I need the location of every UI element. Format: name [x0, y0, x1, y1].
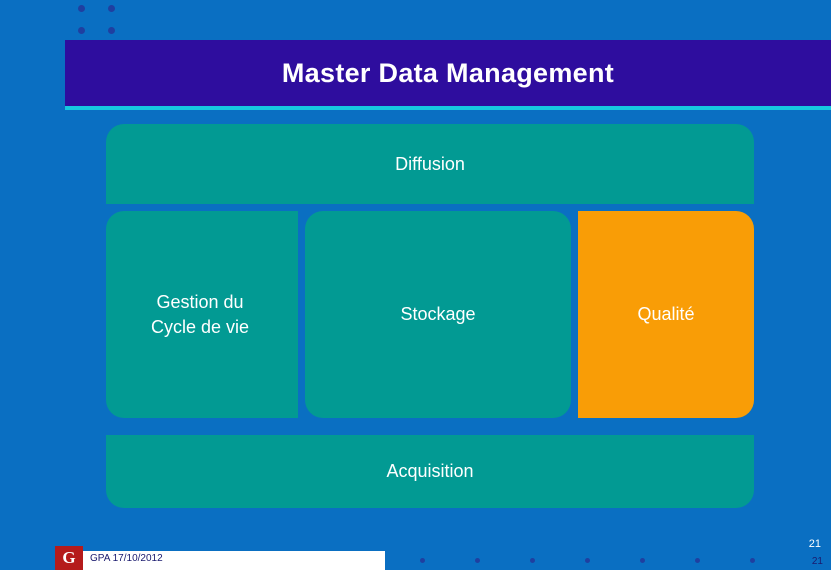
page-number-top: 21 [808, 538, 821, 550]
diagram-box-label: Stockage [400, 304, 476, 325]
diagram-box-label: Diffusion [395, 153, 465, 174]
diagram-box-diffusion[interactable]: Diffusion [106, 124, 754, 204]
footer-dot-icon [420, 558, 425, 563]
footer-dot-icon [585, 558, 590, 563]
title-banner [65, 40, 831, 106]
footer-bar [55, 551, 385, 570]
footer-dot-icon [530, 558, 535, 563]
diagram-box-label: Gestion du Cycle de vie [150, 292, 250, 337]
footer-dot-icon [475, 558, 480, 563]
diagram-box-acquisition[interactable]: Acquisition [106, 435, 754, 508]
decorative-dot-icon [78, 27, 85, 34]
company-logo-icon: G [55, 546, 83, 570]
footer-text: GPA 17/10/2012 [90, 553, 163, 564]
footer-dot-icon [750, 558, 755, 563]
diagram-box-qualite[interactable]: Qualité [578, 211, 754, 418]
decorative-dot-icon [108, 5, 115, 12]
diagram-box-label: Qualité [637, 304, 695, 325]
page-title: Master Data Management [281, 57, 615, 88]
page-number-bottom: 21 [811, 556, 823, 567]
footer-dot-icon [695, 558, 700, 563]
footer-dot-icon [640, 558, 645, 563]
diagram-box-stockage[interactable]: Stockage [305, 211, 571, 418]
diagram-box-label: Acquisition [386, 461, 474, 482]
diagram-box-gestion[interactable]: Gestion du Cycle de vie [106, 211, 298, 418]
decorative-dot-icon [78, 5, 85, 12]
decorative-dot-icon [108, 27, 115, 34]
title-underline [65, 106, 831, 110]
